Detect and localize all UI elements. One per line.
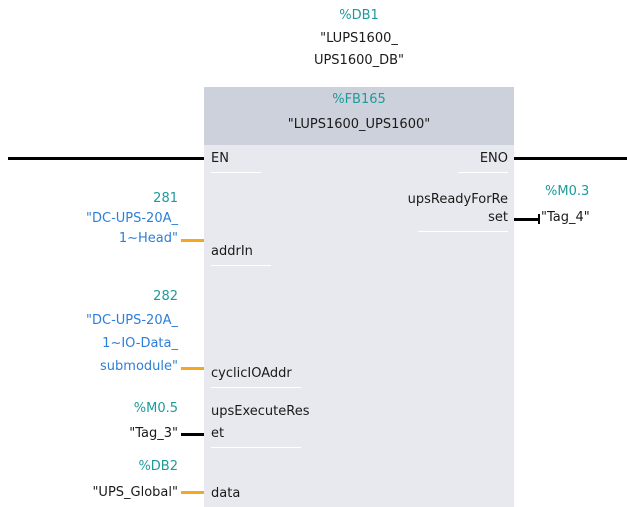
- pin-cyclicioaddr-underline: [211, 387, 301, 388]
- function-block-address: %FB165: [332, 92, 386, 107]
- function-block-body[interactable]: [204, 87, 514, 507]
- instance-db-name-line2: UPS1600_DB": [313, 53, 405, 68]
- addrin-operand-line2[interactable]: 1~Head": [118, 231, 178, 246]
- en-power-line[interactable]: [8, 157, 204, 160]
- cyclicioaddr-operand-line1[interactable]: "DC-UPS-20A_: [86, 313, 178, 328]
- pin-upsexecutereset-underline: [211, 447, 301, 448]
- pin-upsreadyforreset-underline: [418, 231, 508, 232]
- pin-addrin-underline: [211, 265, 271, 266]
- upsreadyforreset-connection-line[interactable]: [514, 218, 540, 221]
- pin-eno-underline: [458, 172, 508, 173]
- pin-data-label: data: [211, 486, 241, 501]
- pin-eno-label: ENO: [479, 151, 508, 166]
- data-tag[interactable]: "UPS_Global": [92, 485, 178, 500]
- upsexecutereset-address: %M0.5: [133, 401, 178, 416]
- cyclicioaddr-operand-line2[interactable]: 1~IO-Data_: [102, 336, 178, 351]
- instance-db-name-line1: "LUPS1600_: [320, 31, 398, 46]
- pin-upsexecutereset-label-line1: upsExecuteRes: [211, 404, 310, 419]
- addrin-value: 281: [153, 191, 178, 206]
- upsexecutereset-connection-line[interactable]: [181, 433, 204, 436]
- pin-upsreadyforreset-label-line2: set: [488, 210, 508, 225]
- pin-upsexecutereset-label-line2: et: [211, 426, 225, 441]
- data-address: %DB2: [138, 459, 178, 474]
- addrin-connection-line[interactable]: [181, 239, 204, 242]
- pin-upsreadyforreset-label-line1: upsReadyForRe: [407, 192, 508, 207]
- output-coil-tick-icon: [538, 214, 540, 224]
- data-connection-line[interactable]: [181, 491, 204, 494]
- upsreadyforreset-tag[interactable]: "Tag_4": [541, 210, 590, 225]
- pin-addrin-label: addrIn: [211, 244, 253, 259]
- function-block-name: "LUPS1600_UPS1600": [287, 117, 431, 132]
- addrin-operand-line1[interactable]: "DC-UPS-20A_: [86, 211, 178, 226]
- eno-output-line[interactable]: [514, 157, 627, 160]
- function-block-header: [204, 87, 514, 145]
- upsexecutereset-tag[interactable]: "Tag_3": [129, 426, 178, 441]
- cyclicioaddr-operand-line3[interactable]: submodule": [100, 359, 178, 374]
- cyclicioaddr-value: 282: [153, 289, 178, 304]
- upsreadyforreset-address: %M0.3: [545, 184, 590, 199]
- instance-db-address: %DB1: [339, 8, 379, 23]
- cyclicioaddr-connection-line[interactable]: [181, 367, 204, 370]
- pin-cyclicioaddr-label: cyclicIOAddr: [211, 366, 292, 381]
- pin-en-label: EN: [211, 151, 229, 166]
- pin-en-underline: [211, 172, 261, 173]
